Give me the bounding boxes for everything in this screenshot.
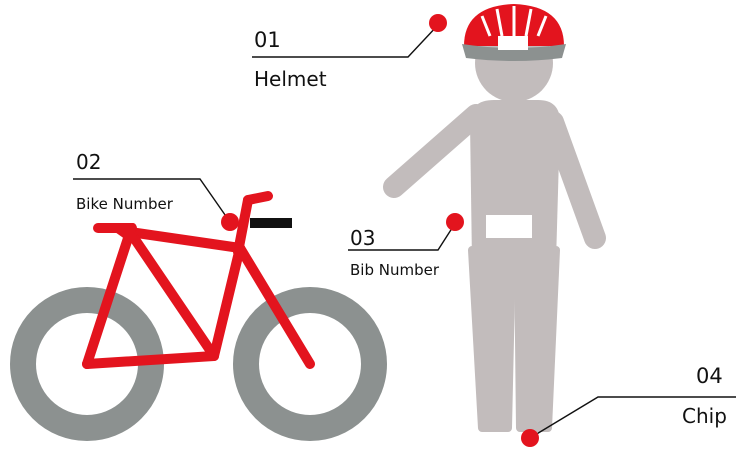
person-left-leg [472, 250, 512, 428]
callout-dot-chip [521, 429, 539, 447]
bicycle-icon [23, 196, 374, 428]
person-right-leg [518, 250, 556, 428]
callout-dot-helmet [429, 14, 447, 32]
bike-number-bar [250, 218, 292, 228]
callout-lines [73, 25, 736, 438]
callout-label-helmet: Helmet [254, 69, 327, 89]
callout-dot-bib-number [446, 213, 464, 231]
callout-label-bike-number: Bike Number [76, 197, 173, 212]
callout-label-bib-number: Bib Number [350, 263, 439, 278]
helmet-icon [462, 4, 566, 61]
callout-number-bib-number: 03 [350, 228, 375, 248]
person-right-arm [553, 122, 595, 238]
callout-number-bike-number: 02 [76, 152, 101, 172]
person-left-arm [394, 115, 476, 187]
callout-label-chip: Chip [682, 406, 727, 426]
callout-number-helmet: 01 [254, 30, 281, 51]
callout-number-chip: 04 [696, 366, 723, 387]
bib-plate [486, 215, 532, 238]
callout-dot-bike-number [221, 213, 239, 231]
